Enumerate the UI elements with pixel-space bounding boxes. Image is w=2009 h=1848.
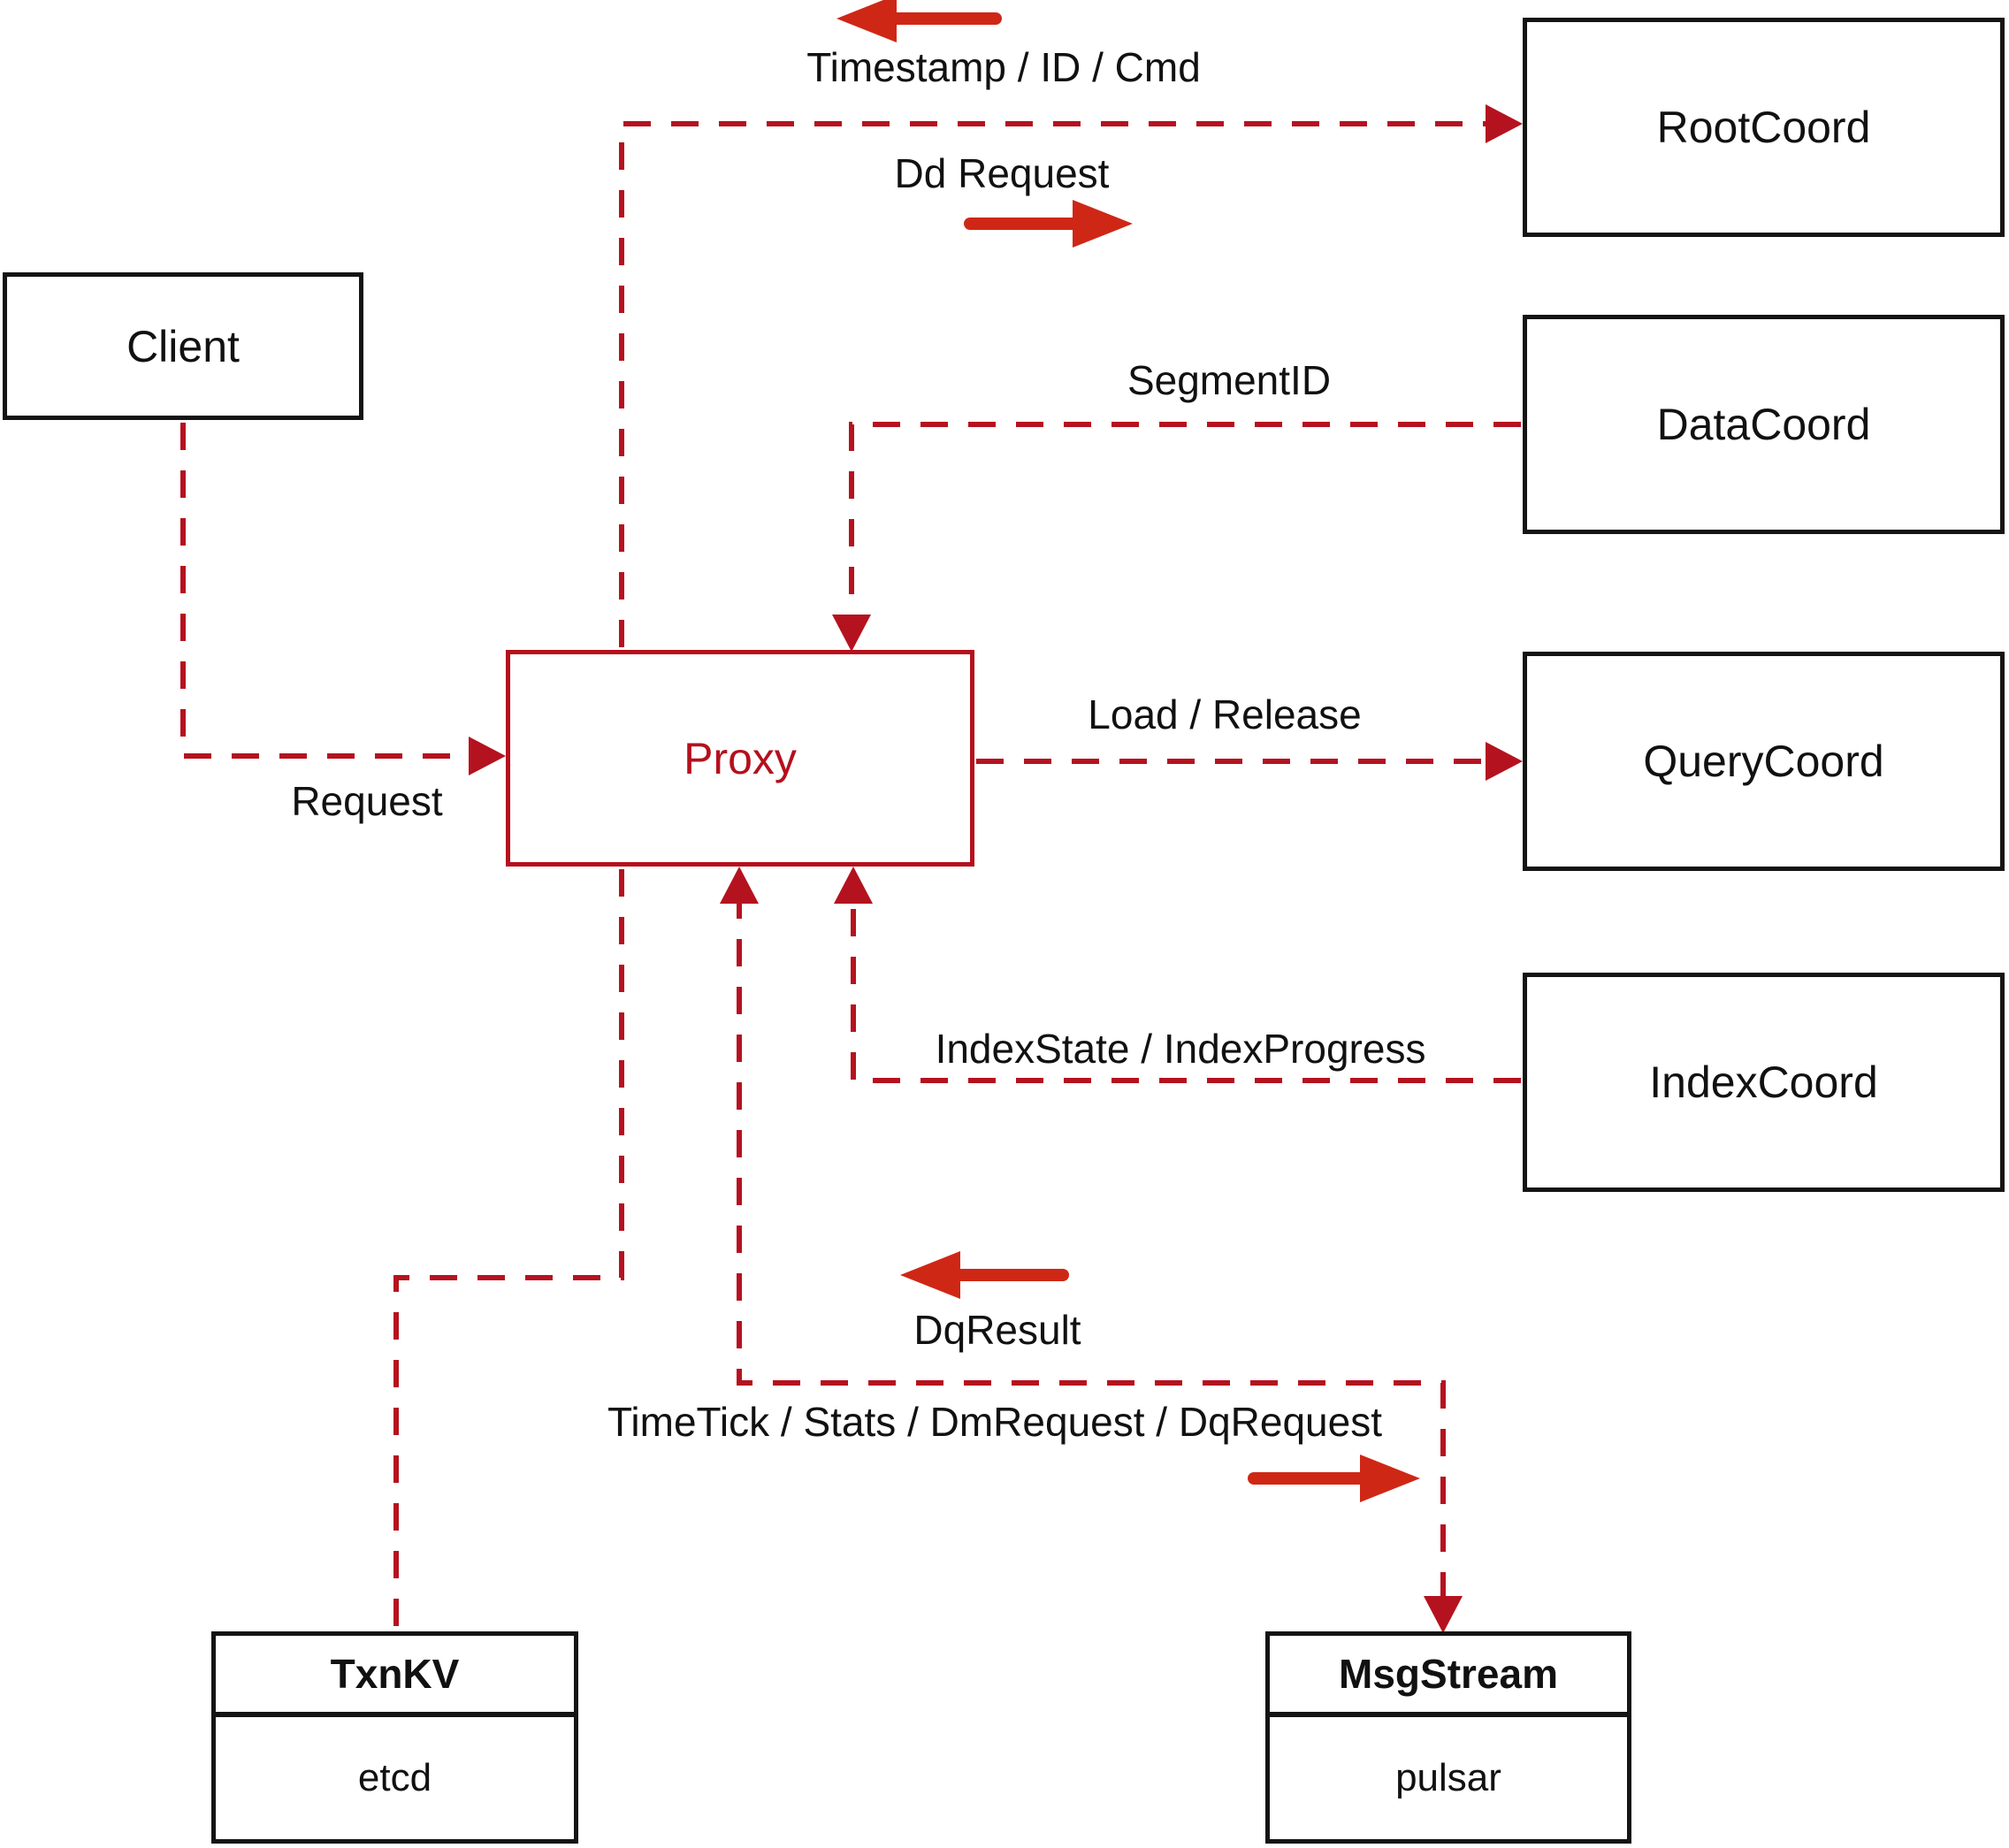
edge-proxy-rootcoord (619, 121, 1486, 647)
edge-label-request: Request (291, 778, 443, 824)
node-indexcoord-label: IndexCoord (1649, 1058, 1878, 1107)
edge-proxy-txnkv (393, 869, 624, 1630)
node-client: Client (3, 272, 363, 420)
edge-proxy-msgstream (737, 891, 1446, 1607)
node-rootcoord: RootCoord (1523, 18, 2005, 237)
arrowhead-into-proxy-top (832, 615, 871, 652)
edge-datacoord-proxy (849, 422, 1521, 630)
edge-label-load-release: Load / Release (1088, 691, 1362, 737)
node-msgstream-impl: pulsar (1395, 1756, 1501, 1799)
arrowhead-into-proxy-bottom-left (720, 867, 759, 904)
arrow-left-icon (900, 1251, 1069, 1299)
arrow-right-icon (964, 200, 1133, 248)
arrowhead-into-proxy-bottom-right (834, 867, 873, 904)
edge-label-index-state: IndexState / IndexProgress (935, 1026, 1426, 1072)
node-txnkv-title: TxnKV (216, 1636, 574, 1717)
node-msgstream-title: MsgStream (1270, 1636, 1627, 1717)
edge-label-dd-request: Dd Request (894, 150, 1110, 196)
arrowhead-into-msgstream (1424, 1596, 1463, 1633)
node-datacoord: DataCoord (1523, 315, 2005, 534)
edge-client-proxy (180, 423, 469, 759)
node-rootcoord-label: RootCoord (1656, 103, 1871, 152)
node-indexcoord: IndexCoord (1523, 973, 2005, 1192)
node-datacoord-label: DataCoord (1656, 400, 1871, 449)
arrowhead-into-rootcoord (1486, 104, 1523, 143)
node-querycoord-label: QueryCoord (1643, 737, 1884, 786)
edge-label-timetick: TimeTick / Stats / DmRequest / DqRequest (607, 1399, 1382, 1445)
node-msgstream: MsgStream pulsar (1265, 1631, 1631, 1844)
node-querycoord: QueryCoord (1523, 652, 2005, 871)
arrow-right-icon (1248, 1455, 1420, 1502)
edge-label-segment-id: SegmentID (1127, 357, 1332, 403)
node-proxy-label: Proxy (684, 733, 797, 783)
arrowhead-into-proxy-left (469, 737, 506, 775)
arrow-left-icon (836, 0, 1002, 42)
edge-label-dq-result: DqResult (913, 1307, 1081, 1353)
node-client-label: Client (126, 321, 240, 371)
node-txnkv-impl: etcd (357, 1756, 432, 1799)
arrowhead-into-querycoord (1486, 742, 1523, 781)
edge-label-timestamp-id-cmd: Timestamp / ID / Cmd (806, 44, 1201, 90)
node-proxy: Proxy (506, 650, 974, 867)
node-txnkv: TxnKV etcd (211, 1631, 578, 1844)
